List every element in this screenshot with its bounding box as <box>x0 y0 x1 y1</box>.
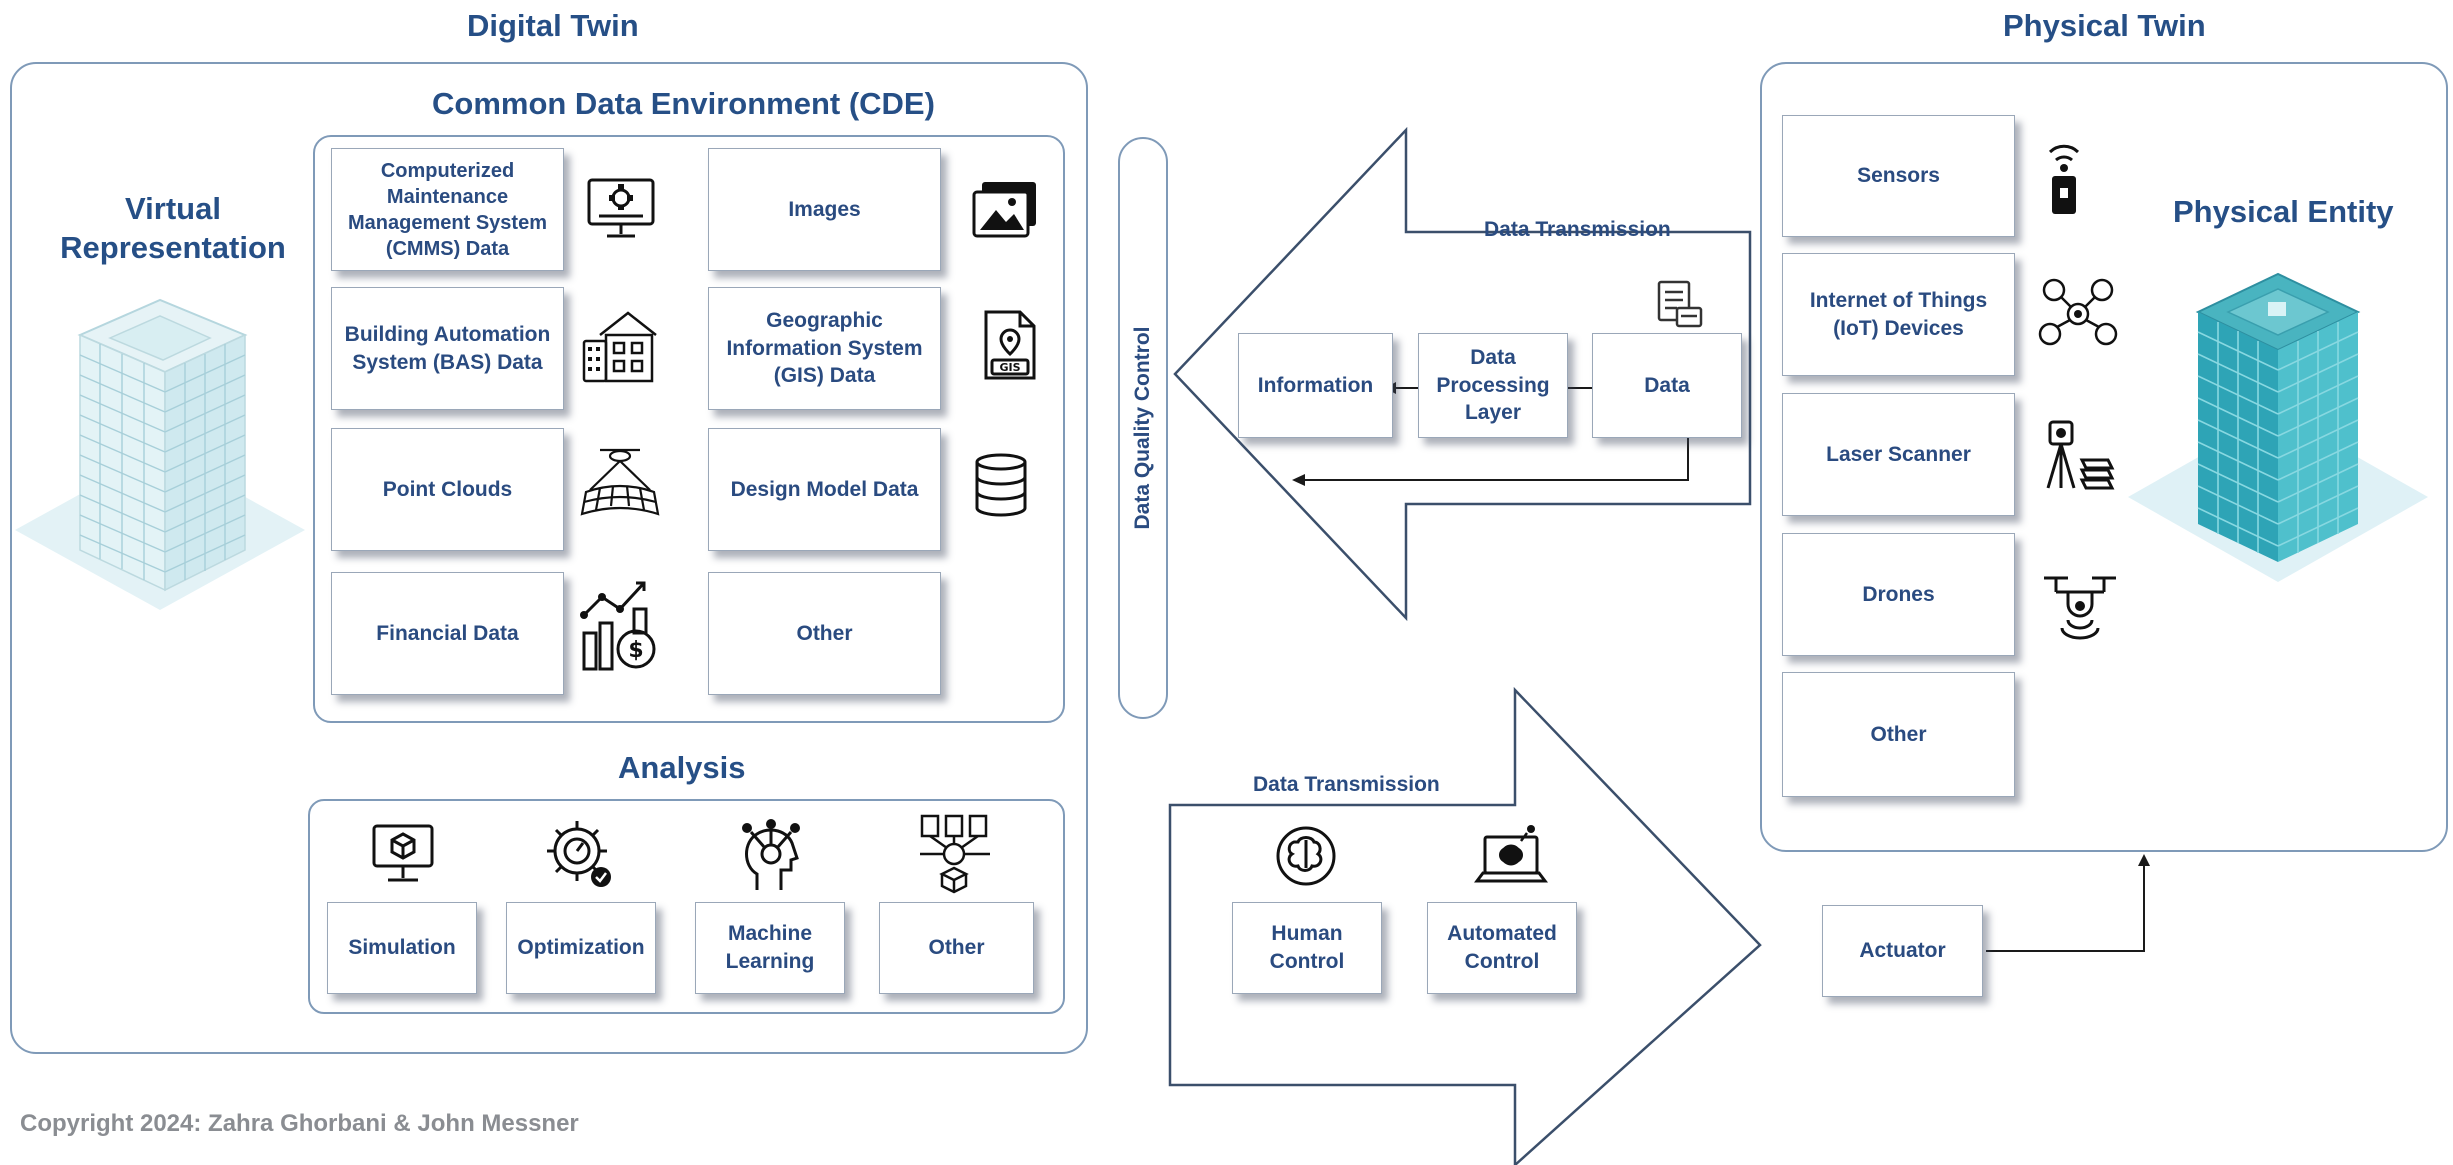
iot-network-icon <box>2038 276 2118 352</box>
database-icon <box>972 452 1030 518</box>
data-quality-control-bar <box>1118 137 1168 719</box>
physical-entity-label: Physical Entity <box>2173 194 2394 229</box>
svg-text:$: $ <box>628 638 643 663</box>
cde-item-gis: Geographic Information System (GIS) Data <box>708 287 941 410</box>
svg-text:GIS: GIS <box>999 361 1020 374</box>
control-automated: Automated Control <box>1427 902 1577 994</box>
device-drones: Drones <box>1782 533 2015 656</box>
machine-learning-head-icon <box>742 819 800 894</box>
laser-scanner-icon <box>2042 416 2114 492</box>
financial-chart-icon: $ <box>580 575 660 675</box>
flow-step-processing: Data Processing Layer <box>1418 333 1568 438</box>
device-other: Other <box>1782 672 2015 797</box>
digital-twin-title: Digital Twin <box>467 8 639 43</box>
images-icon <box>972 182 1036 240</box>
device-iot: Internet of Things (IoT) Devices <box>1782 253 2015 376</box>
actuator-box: Actuator <box>1822 905 1983 997</box>
data-document-icon <box>1655 278 1705 332</box>
cde-item-cmms: Computerized Maintenance Management Syst… <box>331 148 564 271</box>
analysis-item-other: Other <box>879 902 1034 994</box>
device-sensors: Sensors <box>1782 115 2015 237</box>
physical-twin-title: Physical Twin <box>2003 8 2206 43</box>
upper-transmission-label: Data Transmission <box>1484 218 1671 241</box>
analysis-item-machine-learning: Machine Learning <box>695 902 845 994</box>
cde-item-other: Other <box>708 572 941 695</box>
sensor-icon <box>2040 140 2088 214</box>
copyright: Copyright 2024: Zahra Ghorbani & John Me… <box>20 1110 579 1137</box>
flow-step-information: Information <box>1238 333 1393 438</box>
analysis-title: Analysis <box>618 750 746 785</box>
automated-laptop-icon <box>1473 825 1549 893</box>
maintenance-monitor-icon <box>585 172 657 244</box>
analysis-item-optimization: Optimization <box>506 902 656 994</box>
cde-item-point-clouds: Point Clouds <box>331 428 564 551</box>
simulation-monitor-icon <box>370 822 436 886</box>
virtual-representation-label: Virtual Representation <box>60 191 286 265</box>
human-brain-icon <box>1270 822 1342 894</box>
building-automation-icon <box>580 305 658 385</box>
flow-step-data: Data <box>1592 333 1742 438</box>
cde-item-images: Images <box>708 148 941 271</box>
cde-item-financial: Financial Data <box>331 572 564 695</box>
device-laser-scanner: Laser Scanner <box>1782 393 2015 516</box>
optimization-gear-icon <box>541 815 611 887</box>
cde-item-bas: Building Automation System (BAS) Data <box>331 287 564 410</box>
point-cloud-scan-icon <box>580 440 660 520</box>
lower-transmission-label: Data Transmission <box>1253 773 1440 796</box>
cde-title: Common Data Environment (CDE) <box>432 86 935 121</box>
virtual-building-icon <box>15 300 305 610</box>
analysis-item-simulation: Simulation <box>327 902 477 994</box>
drone-icon <box>2040 572 2120 638</box>
cde-item-design-model: Design Model Data <box>708 428 941 551</box>
control-human: Human Control <box>1232 902 1382 994</box>
physical-building-icon <box>2128 262 2428 582</box>
data-network-icon <box>914 812 996 894</box>
gis-file-icon: GIS <box>982 308 1038 382</box>
